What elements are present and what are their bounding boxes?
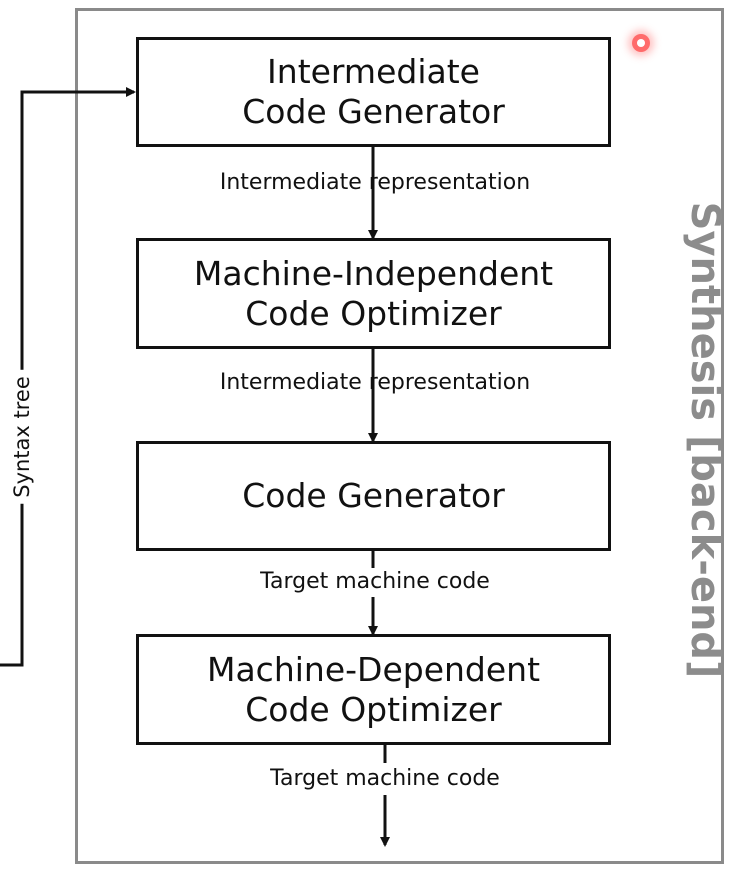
machine-independent-optimizer-box: Machine-Independent Code Optimizer bbox=[136, 238, 611, 349]
box-label-line1: Machine-Dependent bbox=[206, 649, 541, 689]
edge-label-target-machine-code-2: Target machine code bbox=[270, 766, 500, 791]
box-label-line2: Code Optimizer bbox=[245, 293, 502, 333]
box-label-line2: Code Generator bbox=[242, 92, 505, 131]
syntax-tree-label: Syntax tree bbox=[10, 370, 34, 504]
synthesis-side-title: Synthesis [back-end] bbox=[682, 201, 728, 679]
recording-indicator-icon bbox=[632, 34, 650, 52]
machine-dependent-optimizer-box: Machine-Dependent Code Optimizer bbox=[136, 634, 611, 745]
edge-label-target-machine-code-1: Target machine code bbox=[260, 569, 490, 594]
edge-label-intermediate-representation-1: Intermediate representation bbox=[219, 170, 531, 195]
code-generator-box: Code Generator bbox=[136, 441, 611, 551]
box-label-line1: Intermediate bbox=[267, 52, 480, 91]
box-label-line2: Code Optimizer bbox=[245, 689, 502, 729]
box-label-line1: Code Generator bbox=[242, 476, 505, 515]
intermediate-code-generator-box: Intermediate Code Generator bbox=[136, 37, 611, 147]
edge-label-intermediate-representation-2: Intermediate representation bbox=[219, 370, 531, 395]
box-label-line1: Machine-Independent bbox=[193, 253, 554, 293]
